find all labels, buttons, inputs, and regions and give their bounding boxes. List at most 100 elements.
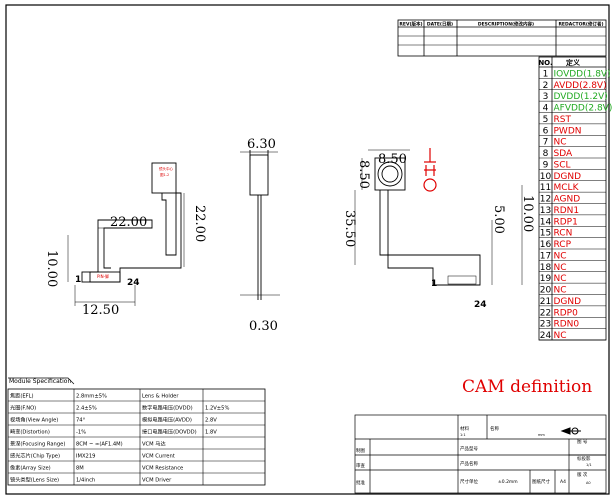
spec-cell: VCM Resistance: [142, 466, 183, 472]
pin-number: 6: [543, 126, 549, 136]
pin-name: NC: [554, 263, 567, 273]
title-block: [354, 414, 607, 494]
dim-10-00: 10.00: [520, 195, 535, 232]
orientation-icon: [423, 148, 437, 192]
spec-cell: 模拟电路电压(AVDD): [142, 416, 192, 424]
svg-text:批准: 批准: [356, 479, 365, 486]
spec-cell: 镜头类型(Lens Size): [10, 476, 59, 484]
svg-text:±0.2mm: ±0.2mm: [498, 479, 518, 485]
pin-name: AFVDD(2.8V): [554, 104, 613, 114]
right-view: [354, 149, 523, 286]
pin-name: NC: [554, 274, 567, 284]
pin-name: NC: [554, 138, 567, 148]
dim-8-50-side: 8.50: [356, 160, 371, 189]
dim-12-50: 12.50: [82, 303, 119, 318]
cam-definition-title: CAM definition: [462, 377, 592, 397]
svg-text:产品型号: 产品型号: [460, 445, 478, 452]
pin-name: RST: [554, 115, 572, 125]
svg-text:A4: A4: [560, 479, 566, 485]
spec-cell: 光圈(F.NO): [10, 404, 36, 412]
date-header: DATE(日期): [427, 21, 453, 28]
svg-text:1/1: 1/1: [586, 463, 592, 467]
dim-22-horizontal: 22.00: [110, 215, 147, 230]
pin-number: 15: [540, 229, 551, 239]
pin-number: 14: [540, 217, 552, 227]
sensor-label: 镜头中心: [159, 166, 173, 171]
pin-number: 19: [540, 274, 552, 284]
pin-number: 3: [543, 92, 549, 102]
dim-10: 10.00: [44, 250, 59, 287]
spec-cell: 视场角(View Angle): [10, 416, 58, 424]
pin-number: 4: [543, 104, 549, 114]
spec-cell: 74°: [76, 418, 86, 424]
pin-name: NC: [554, 331, 567, 341]
projection-symbol-icon: [560, 427, 581, 435]
left-view: [67, 162, 185, 306]
spec-cell: 1.2V±5%: [205, 406, 229, 412]
pin-number: 10: [540, 172, 552, 182]
svg-text:版 次: 版 次: [577, 471, 588, 478]
spec-cell: 景深(Focusing Range): [10, 440, 65, 448]
description-header: DESCRIPTION(修改内容): [478, 21, 534, 28]
spec-cell: -1%: [76, 430, 86, 436]
spec-cell: VCM Driver: [142, 478, 172, 484]
pin-name: PWDN: [554, 126, 582, 136]
dim-8-50-top: 8.50: [378, 152, 407, 167]
svg-text:材料: 材料: [460, 425, 469, 432]
pin-name: RDN0: [554, 320, 580, 330]
pin-number: 1: [543, 69, 549, 79]
pin-24-label-right: 24: [474, 300, 487, 310]
svg-text:产品名称: 产品名称: [460, 460, 478, 467]
dim-22-vertical: 22.00: [192, 205, 207, 242]
spec-cell: 8CM ~ ∞(AF1.4M): [76, 442, 123, 448]
pin-24-label-left: 24: [127, 278, 140, 288]
svg-text:制图: 制图: [356, 447, 365, 454]
pin-number: 17: [540, 251, 551, 261]
pin-number: 13: [540, 206, 551, 216]
pin-def-header: 定义: [566, 58, 581, 67]
revision-block: REV(版本) DATE(日期) DESCRIPTION(修改内容) REDAC…: [397, 19, 607, 57]
dim-6-30: 6.30: [247, 137, 276, 152]
redactor-header: REDACTOR(修订者): [558, 21, 603, 28]
spec-cell: 焦距(EFL): [10, 392, 34, 400]
spec-cell: 感光芯片(Chip Type): [10, 452, 60, 460]
pin-name: RCN: [554, 229, 573, 239]
spec-cell: 数字电路电压(DVDD): [142, 404, 193, 412]
rev-header: REV(版本): [399, 21, 422, 28]
pin-name: AVDD(2.8V): [554, 81, 607, 91]
side-view: [240, 150, 280, 300]
dim-35-50: 35.50: [342, 210, 357, 247]
pin-number: 2: [543, 81, 549, 91]
pin-number: 12: [540, 195, 551, 205]
svg-text:标投影: 标投影: [577, 455, 591, 462]
svg-text:审查: 审查: [356, 462, 365, 469]
spec-cell: 1/4inch: [76, 478, 95, 484]
pin-name: MCLK: [554, 183, 580, 193]
spec-cell: VCM 马达: [142, 440, 166, 448]
svg-text:mm: mm: [538, 433, 545, 437]
pin-name: NC: [554, 286, 567, 296]
pin-number: 22: [540, 308, 551, 318]
pin-no-header: NO.: [538, 59, 552, 67]
pin-number: 24: [540, 331, 552, 341]
pin-name: DGND: [554, 172, 582, 182]
pin-number: 7: [543, 138, 549, 148]
svg-text:图 号: 图 号: [577, 439, 588, 445]
spec-cell: IMX219: [76, 454, 95, 460]
pin-name: DVDD(1.2V): [554, 92, 608, 102]
sensor-label-2: 图1-2: [160, 173, 169, 177]
pin-number: 21: [540, 297, 551, 307]
pin-1-label-right: 1: [431, 279, 437, 289]
pin-table: NO. 定义 1 IOVDD(1.8V) 2 AVDD(2.8V) 3 DVDD(1.2V…: [538, 56, 613, 341]
pin-name: AGND: [554, 195, 581, 205]
spec-cell: VCM Current: [142, 454, 175, 460]
pin-name: DGND: [554, 297, 582, 307]
dim-0-30: 0.30: [249, 319, 278, 334]
sensor-block: [151, 162, 177, 194]
pin-name: SDA: [554, 149, 573, 159]
spec-cell: 像素(Array Size): [10, 464, 51, 472]
dim-5-00: 5.00: [491, 205, 506, 234]
pin-1-label-left: 1: [75, 275, 81, 285]
pin-name: IOVDD(1.8V): [554, 69, 611, 79]
spec-cell: Lens & Holder: [142, 394, 179, 400]
